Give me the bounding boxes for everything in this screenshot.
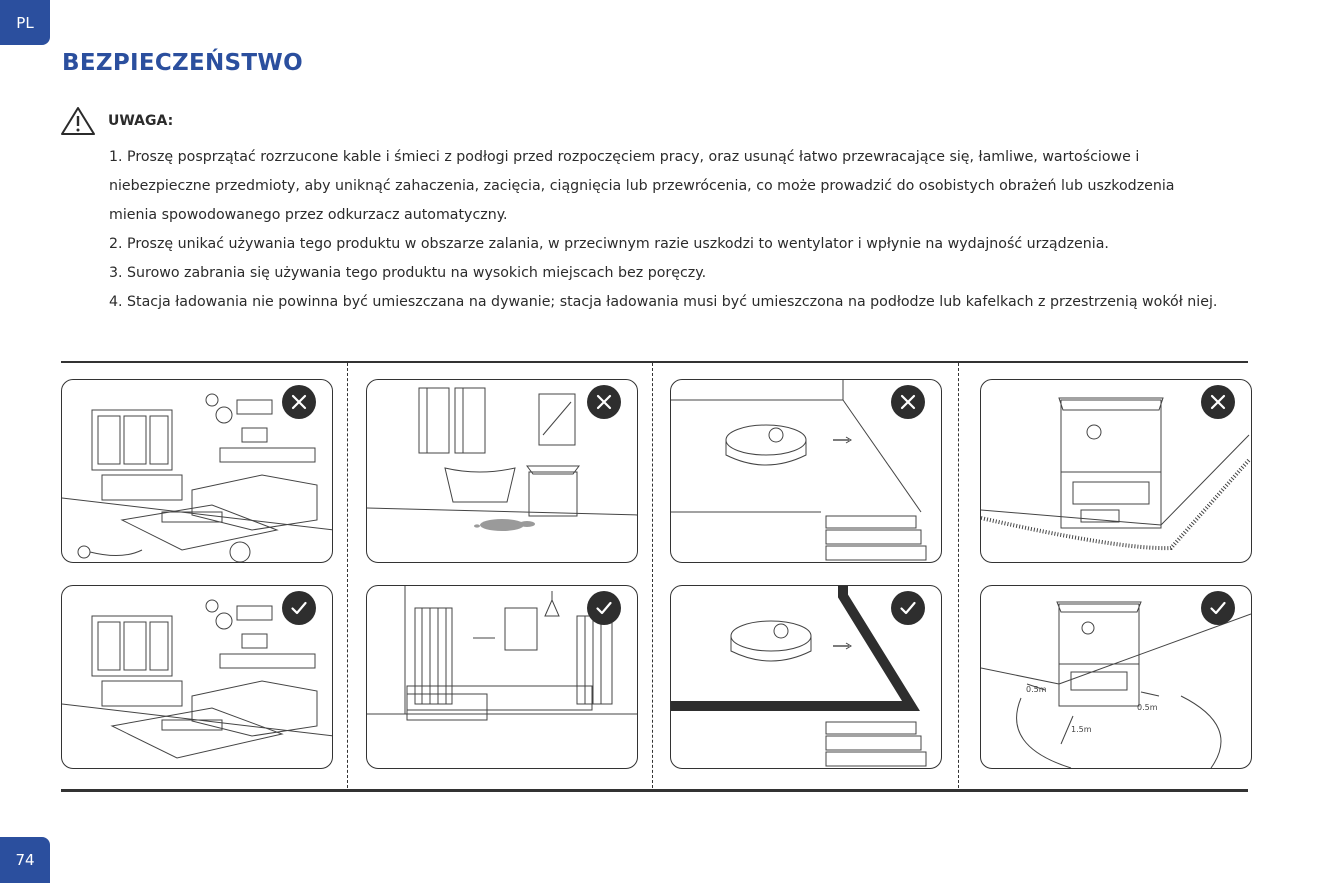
page-number: 74 — [15, 851, 35, 869]
panel-flooded-bathroom — [366, 379, 638, 563]
panel-station-on-floor-with-clearance: 0.5m 0.5m 1.5m — [980, 585, 1252, 769]
check-icon — [1201, 591, 1235, 625]
warning-icon — [61, 107, 95, 135]
distance-label-right: 0.5m — [1137, 703, 1158, 712]
instruction-line: 2. Proszę unikać używania tego produktu … — [109, 236, 1109, 252]
panel-station-on-carpet — [980, 379, 1252, 563]
panel-platform-without-railing — [670, 379, 942, 563]
warning-header: UWAGA: — [60, 104, 173, 138]
cross-icon — [1201, 385, 1235, 419]
column-divider — [958, 363, 959, 788]
page-title: BEZPIECZEŃSTWO — [62, 50, 303, 76]
panel-cluttered-living-room — [61, 379, 333, 563]
panel-platform-with-railing — [670, 585, 942, 769]
instruction-line: 4. Stacja ładowania nie powinna być umie… — [109, 294, 1218, 310]
check-icon — [891, 591, 925, 625]
instruction-line: 1. Proszę posprzątać rozrzucone kable i … — [109, 149, 1140, 165]
check-icon — [282, 591, 316, 625]
distance-label-front: 1.5m — [1071, 725, 1092, 734]
language-label: PL — [16, 13, 34, 32]
check-icon — [587, 591, 621, 625]
safety-instructions: 1. Proszę posprzątać rozrzucone kable i … — [109, 143, 1259, 317]
cross-icon — [282, 385, 316, 419]
language-tab: PL — [0, 0, 50, 45]
bottom-divider — [61, 789, 1248, 792]
page-number-tab: 74 — [0, 837, 50, 883]
instruction-line: mienia spowodowanego przez odkurzacz aut… — [109, 207, 508, 223]
instruction-line: niebezpieczne przedmioty, aby uniknąć za… — [109, 178, 1175, 194]
cross-icon — [587, 385, 621, 419]
panel-dry-living-room — [366, 585, 638, 769]
top-divider — [61, 361, 1248, 363]
distance-label-left: 0.5m — [1026, 685, 1047, 694]
cross-icon — [891, 385, 925, 419]
instruction-line: 3. Surowo zabrania się używania tego pro… — [109, 265, 707, 281]
warning-label: UWAGA: — [108, 113, 174, 129]
panel-tidy-living-room — [61, 585, 333, 769]
column-divider — [652, 363, 653, 788]
column-divider — [347, 363, 348, 788]
